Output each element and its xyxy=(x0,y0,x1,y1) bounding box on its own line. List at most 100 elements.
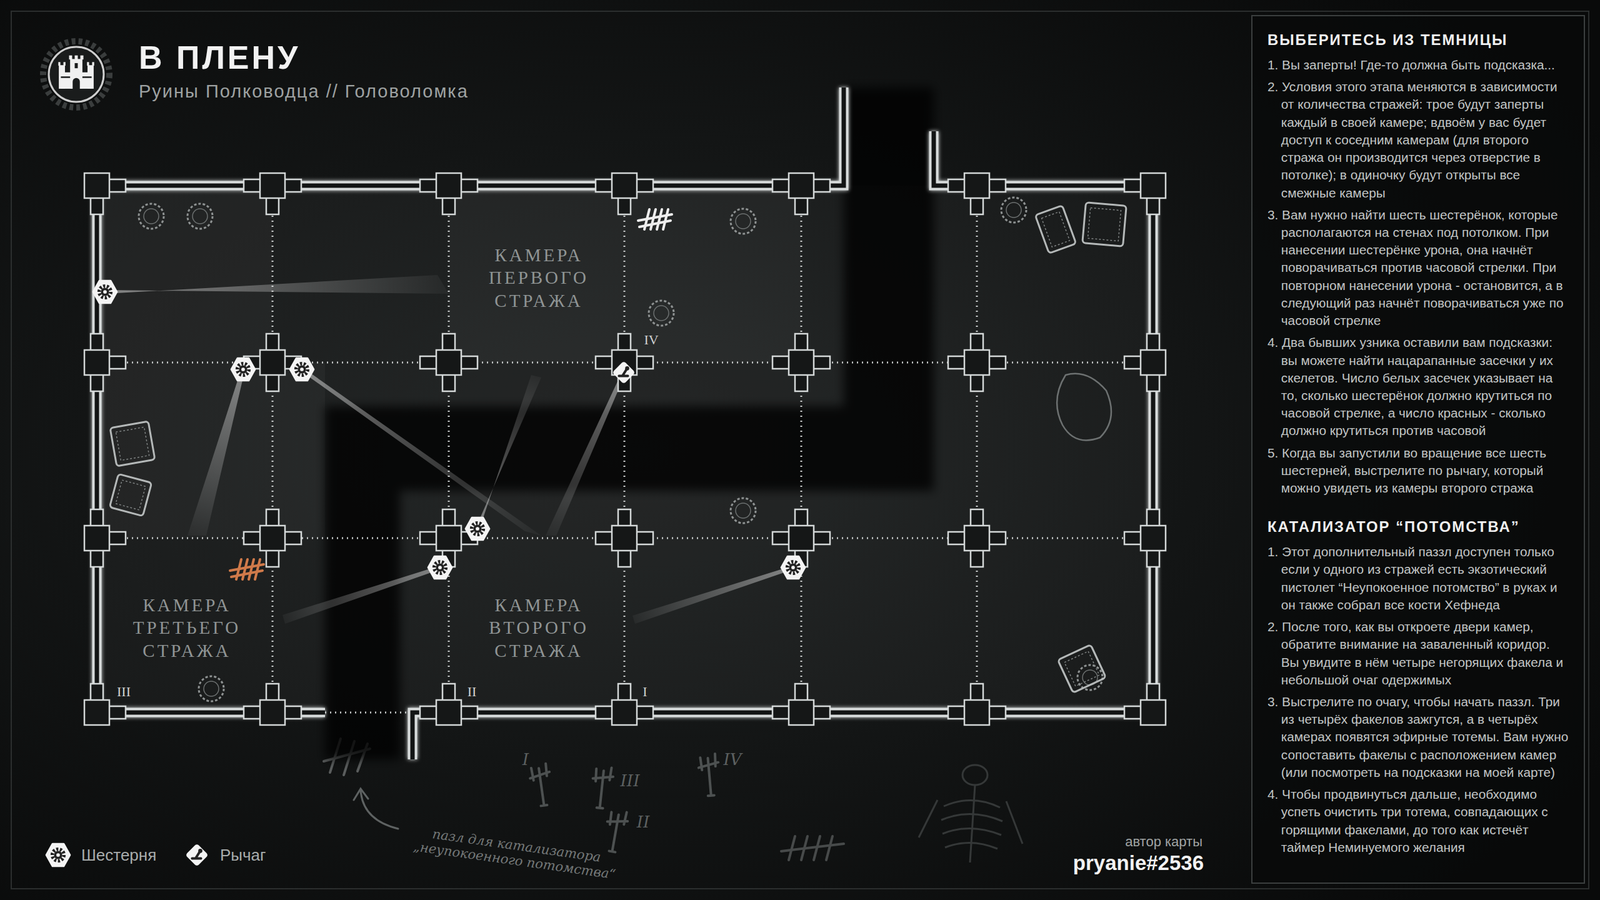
pillar xyxy=(788,350,814,375)
barrel-inner xyxy=(653,305,669,321)
title-emblem xyxy=(43,41,110,108)
barrel xyxy=(730,498,756,524)
lit-cell xyxy=(96,185,273,363)
note-arrow xyxy=(353,788,399,829)
cell-bars xyxy=(976,185,979,713)
crate-inner xyxy=(1041,211,1070,247)
prison-map xyxy=(84,87,1166,760)
instruction-item: 3. Вам нужно найти шесть шестерёнок, кот… xyxy=(1267,206,1570,330)
pillar xyxy=(84,700,110,725)
instruction-item: 1. Вы заперты! Где-то должна быть подска… xyxy=(1267,56,1570,74)
outer-wall-core xyxy=(412,131,1154,760)
pillar xyxy=(611,173,637,199)
frame xyxy=(11,11,1589,889)
handwritten-note: пазл для катализатора „неупокоенного пот… xyxy=(401,822,629,884)
gear-icon xyxy=(781,556,805,579)
instruction-item: 5. Когда вы запустили во вращение все ше… xyxy=(1267,444,1570,498)
barrel-inner xyxy=(1006,202,1022,218)
instructions-panel: ВЫБЕРИТЕСЬ ИЗ ТЕМНИЦЫ 1. Вы заперты! Где-… xyxy=(1251,15,1585,884)
torch-number: I xyxy=(522,750,529,769)
crate xyxy=(110,421,155,467)
cell-bars xyxy=(271,185,274,713)
author-label: автор карты xyxy=(1125,833,1203,850)
outer-wall xyxy=(96,87,844,713)
panel-content: ВЫБЕРИТЕСЬ ИЗ ТЕМНИЦЫ 1. Вы заперты! Где-… xyxy=(1267,31,1570,857)
room-label: КАМЕРА ПЕРВОГО СТРАЖА xyxy=(488,243,589,312)
barrel xyxy=(1001,197,1027,223)
map-title: В ПЛЕНУ xyxy=(138,38,300,77)
legend-icon-shape xyxy=(185,843,209,867)
legend-icon-shape xyxy=(46,843,70,866)
light-beam xyxy=(105,275,449,294)
cell-number: II xyxy=(467,683,477,700)
barrel-inner xyxy=(192,208,208,224)
gear-icon xyxy=(231,358,255,380)
legend-item: Шестерня xyxy=(43,840,157,870)
crate-inner xyxy=(1064,651,1100,687)
section-heading: ВЫБЕРИТЕСЬ ИЗ ТЕМНИЦЫ xyxy=(1267,31,1570,49)
instruction-item: 4. Чтобы продвинуться дальше, необходимо… xyxy=(1267,785,1570,857)
barrel xyxy=(1077,665,1103,690)
crate-inner xyxy=(115,426,149,460)
pillar xyxy=(436,700,462,725)
skeleton-sketch xyxy=(918,765,1023,863)
lit-cell xyxy=(624,185,802,363)
pillar xyxy=(611,525,637,551)
light-beam xyxy=(632,565,794,624)
crate-outline xyxy=(1082,202,1127,247)
outer-wall-core xyxy=(96,87,844,713)
torch-number: IV xyxy=(723,750,742,769)
pillar xyxy=(260,350,285,375)
crate-outline xyxy=(110,421,155,467)
lit-cell xyxy=(96,362,325,539)
rock xyxy=(1056,373,1112,441)
instruction-item: 3. Выстрелите по очагу, чтобы начать паз… xyxy=(1267,693,1570,782)
light-beam xyxy=(282,565,441,624)
crate-inner xyxy=(115,480,146,510)
pillar xyxy=(84,525,110,551)
gear-icon xyxy=(290,358,314,380)
tally-cross xyxy=(639,220,671,227)
gear-icon xyxy=(465,517,489,540)
lit-cell xyxy=(448,185,625,363)
legend-item: Рычаг xyxy=(182,840,267,870)
light-beam xyxy=(545,371,626,536)
crate xyxy=(1057,644,1106,693)
barrel-inner xyxy=(735,213,751,229)
torch-number: III xyxy=(620,771,640,790)
pillar xyxy=(260,525,285,551)
pillar xyxy=(1140,525,1166,551)
red-tally xyxy=(230,559,264,580)
pillar xyxy=(436,525,462,551)
tally-stroke xyxy=(255,559,260,580)
crate-outline xyxy=(1057,644,1106,693)
gear-icon xyxy=(93,280,117,303)
light-beam xyxy=(475,375,542,530)
map-subtitle: Руины Полководца // Головоломка xyxy=(138,81,469,102)
emblem-castle xyxy=(58,55,94,89)
pillar xyxy=(260,700,285,725)
tally-cross xyxy=(230,564,264,571)
tally-stroke xyxy=(663,209,669,230)
pillar xyxy=(1140,173,1166,199)
pillar xyxy=(964,173,990,199)
cell-bars xyxy=(800,185,803,713)
tally-stroke xyxy=(656,209,662,230)
crate xyxy=(1035,205,1076,254)
instruction-item: 4. Два бывших узника оставили вам подска… xyxy=(1267,333,1570,440)
barrel-inner xyxy=(735,503,751,519)
crate xyxy=(1082,202,1127,247)
crate-outline xyxy=(1035,205,1076,254)
legend-text: Шестерня xyxy=(81,845,157,865)
pillar xyxy=(964,525,990,551)
crate xyxy=(109,473,152,516)
torch-sketches xyxy=(528,753,721,854)
barrel xyxy=(187,203,213,229)
emblem-gear xyxy=(43,41,110,108)
pillar xyxy=(260,173,285,199)
pillar xyxy=(788,700,814,725)
crates xyxy=(109,202,1127,694)
instruction-item: 2. После того, как вы откроете двери кам… xyxy=(1267,618,1570,689)
pillar xyxy=(788,173,814,199)
